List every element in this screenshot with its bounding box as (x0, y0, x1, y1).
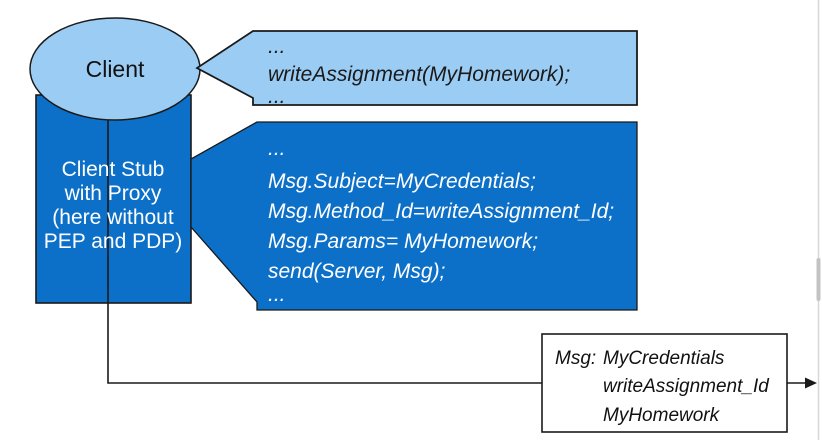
stub-code-line-3: Msg.Method_Id=writeAssignment_Id; (268, 200, 614, 223)
client-code-line-3: ... (268, 85, 286, 108)
stub-code-line-5: send(Server, Msg); (268, 260, 446, 283)
message-value-3: MyHomework (603, 405, 721, 426)
client-stub-box (35, 94, 192, 304)
message-box (541, 333, 788, 433)
stub-code-callout (190, 121, 638, 311)
client-code-line-1: ... (268, 35, 286, 58)
scrollbar-thumb[interactable] (816, 258, 821, 301)
client-label: Client (86, 56, 145, 82)
message-value-1: MyCredentials (603, 348, 725, 369)
client-stub-label-line-1: Client Stub (62, 158, 165, 181)
message-box-label: Msg: (555, 348, 596, 369)
stub-code-line-2: Msg.Subject=MyCredentials; (268, 170, 536, 193)
client-code-line-2: writeAssignment(MyHomework); (268, 63, 570, 86)
client-code-callout (195, 30, 638, 106)
stub-code-line-6: ... (268, 283, 286, 306)
stub-code-line-1: ... (268, 137, 286, 160)
client-stub-label-line-2: with Proxy (64, 182, 162, 205)
arrowhead-icon (805, 377, 817, 389)
stub-code-line-4: Msg.Params= MyHomework; (268, 230, 538, 253)
client-stub-label-line-4: PEP and PDP) (44, 230, 183, 253)
message-value-2: writeAssignment_Id (603, 376, 770, 397)
client-stub-label-line-3: (here without (52, 206, 174, 229)
